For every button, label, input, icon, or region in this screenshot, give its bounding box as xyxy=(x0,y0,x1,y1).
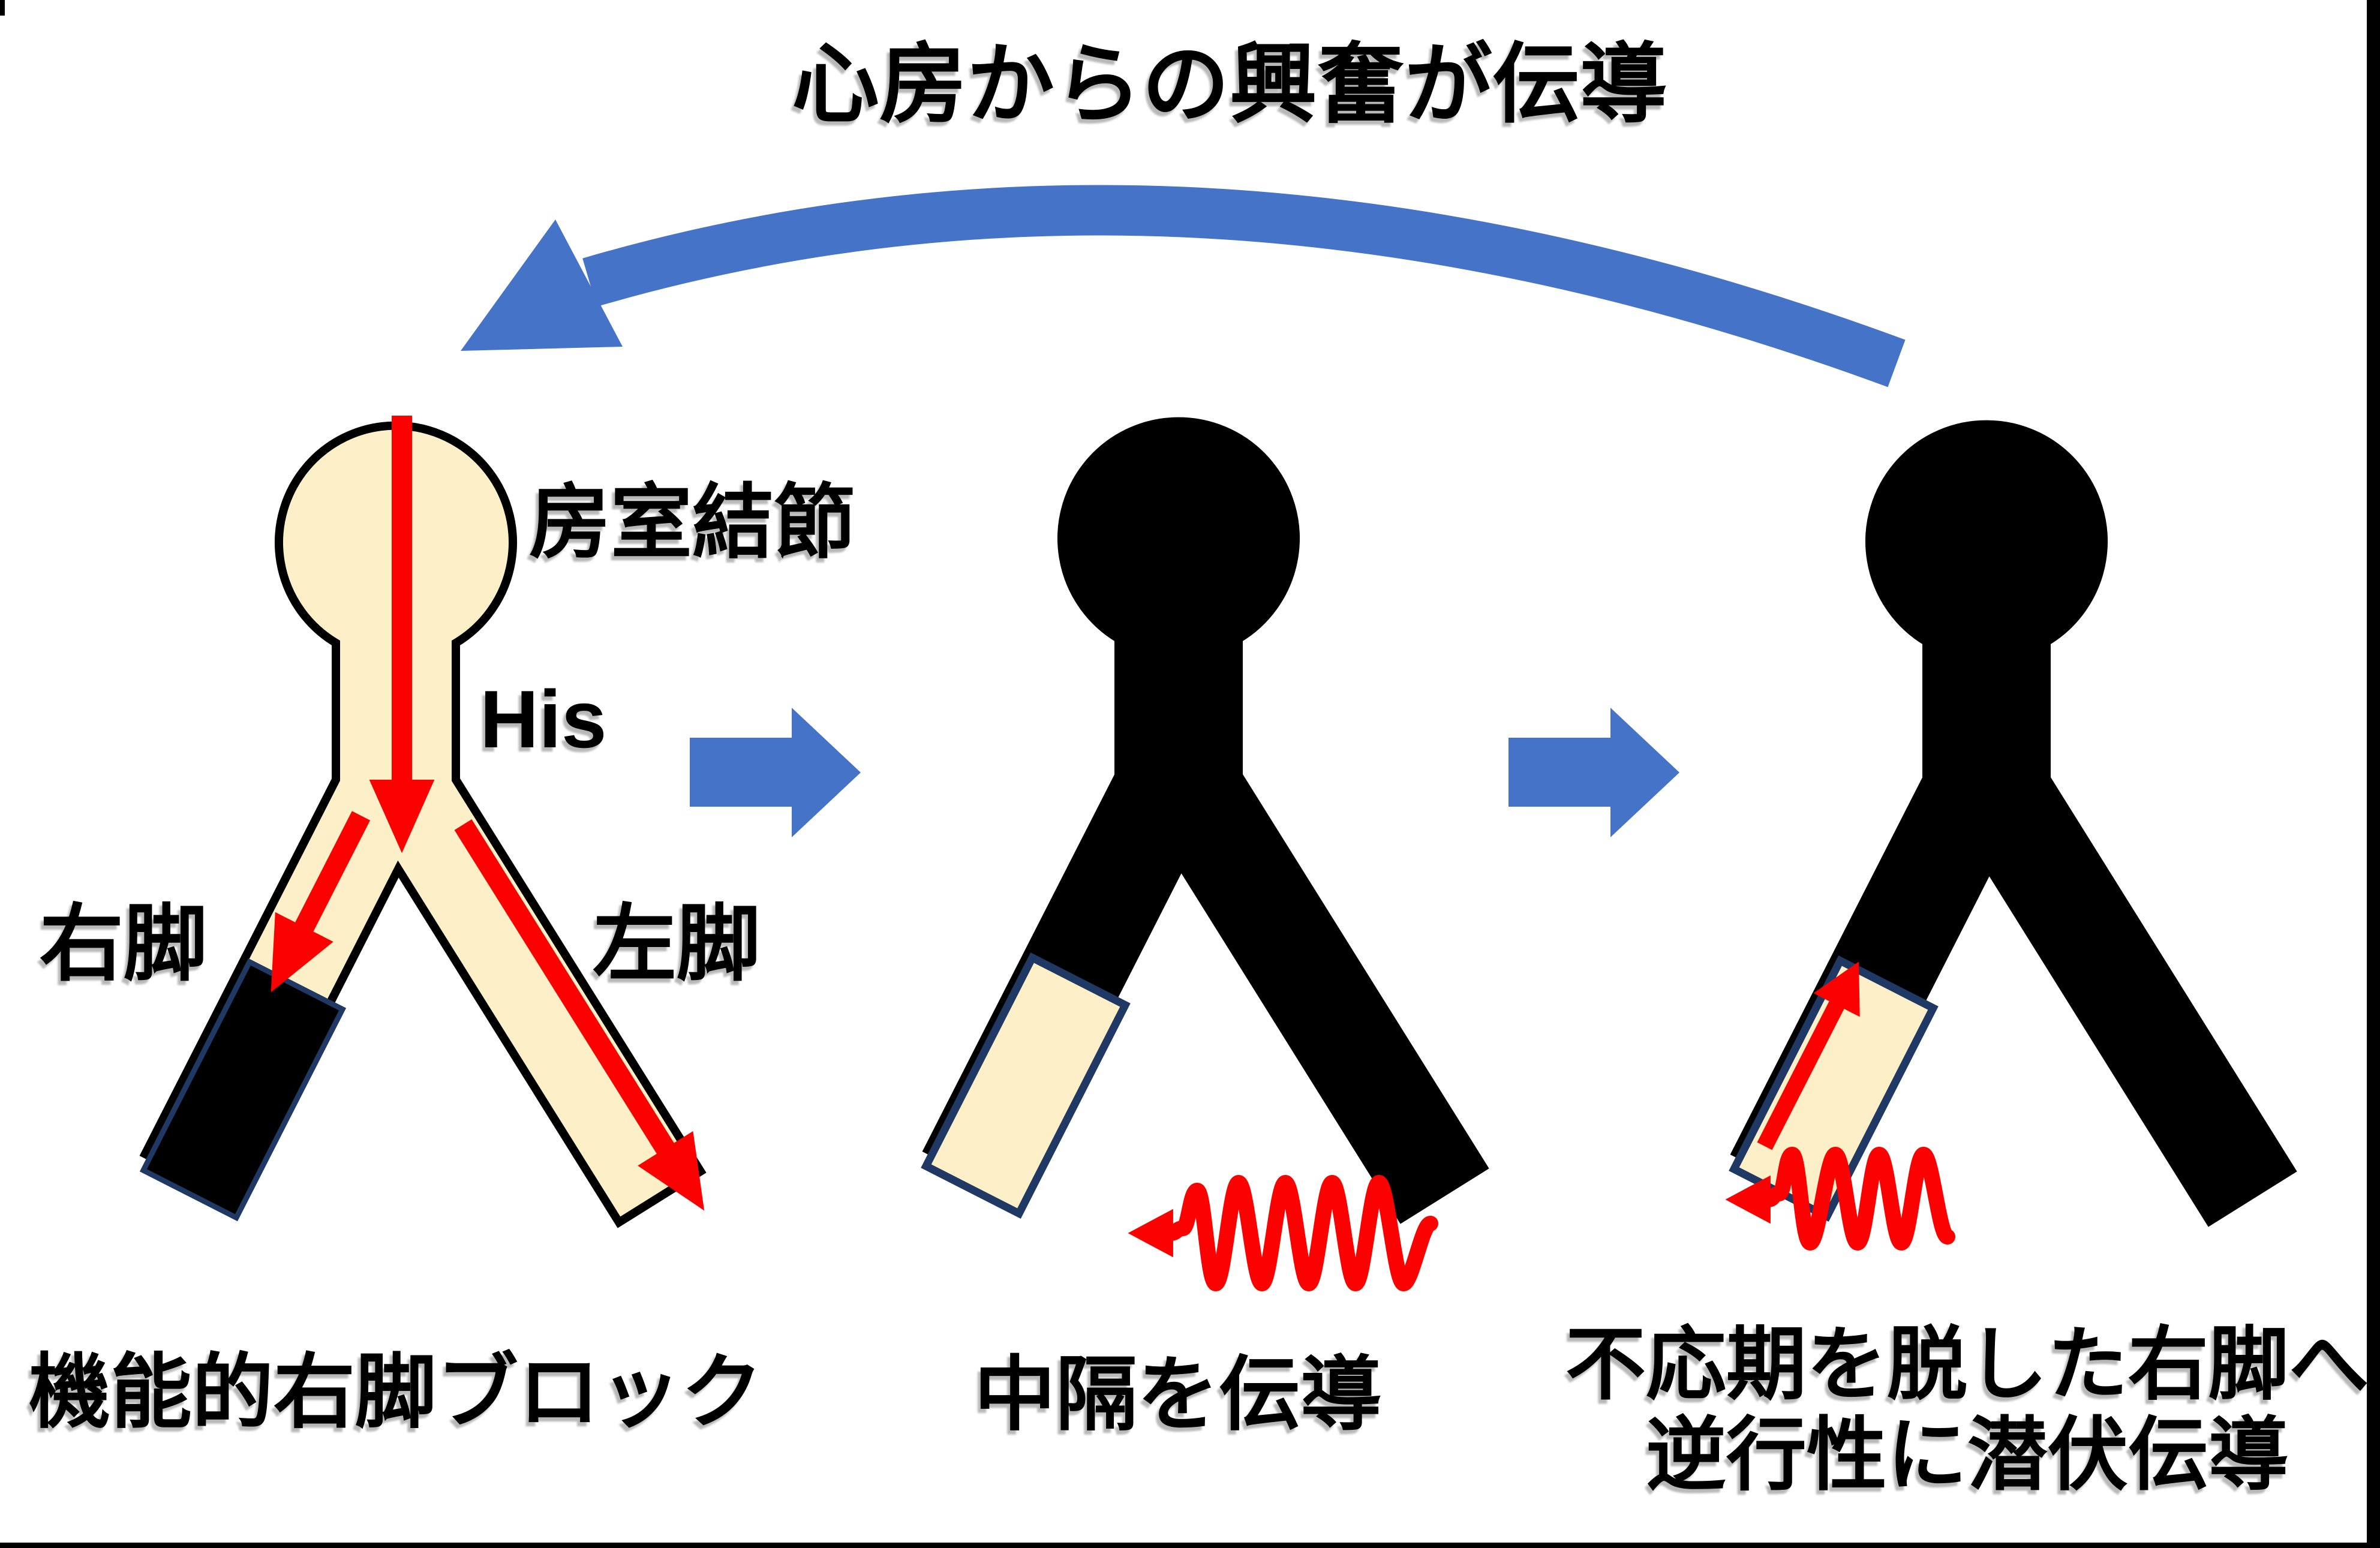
caption-functional-rbbb: 機能的右脚ブロック xyxy=(29,1346,763,1438)
caption-retrograde-line2: 逆行性に潜伏伝導 xyxy=(1645,1411,2289,1501)
zigzag-arrow-septal-conduction-icon xyxy=(1128,1174,1438,1292)
zigzag-arrow-concealed-conduction-icon xyxy=(1725,1146,1955,1251)
top-left-corner-mark xyxy=(0,0,5,16)
caption-retrograde-concealed-conduction: 不応期を脱した右脚へ 逆行性に潜伏伝導 xyxy=(1559,1319,2375,1501)
figure-left-conduction-system xyxy=(139,416,705,1222)
figure-middle-conduction-system xyxy=(921,422,1483,1219)
step-arrow-icon-1 xyxy=(690,708,861,837)
caption-retrograde-line1: 不応期を脱した右脚へ xyxy=(1565,1320,2369,1409)
figure-right-conduction-system xyxy=(1729,425,2291,1221)
curved-arrow-atrial-conduction-icon xyxy=(461,185,1906,387)
label-left-bundle: 左脚 xyxy=(593,897,761,991)
bottom-edge-border xyxy=(0,1543,2380,1548)
step-arrow-icon-2 xyxy=(1508,708,1679,837)
label-av-node: 房室結節 xyxy=(529,477,855,568)
caption-septal-conduction: 中隔を伝導 xyxy=(974,1349,1382,1440)
retrograde-conduction-arrow-icon xyxy=(1757,961,1860,1150)
label-right-bundle: 右脚 xyxy=(40,897,208,991)
diagram-title: 心房からの興奮が伝導 xyxy=(792,35,1667,133)
conduction-arrow-left-bundle-icon xyxy=(454,819,705,1211)
right-edge-border xyxy=(2367,0,2380,1548)
conduction-arrow-right-bundle-icon xyxy=(271,811,371,993)
label-his-bundle: His xyxy=(480,674,607,765)
recovered-right-bundle-tip-middle xyxy=(921,952,1131,1219)
